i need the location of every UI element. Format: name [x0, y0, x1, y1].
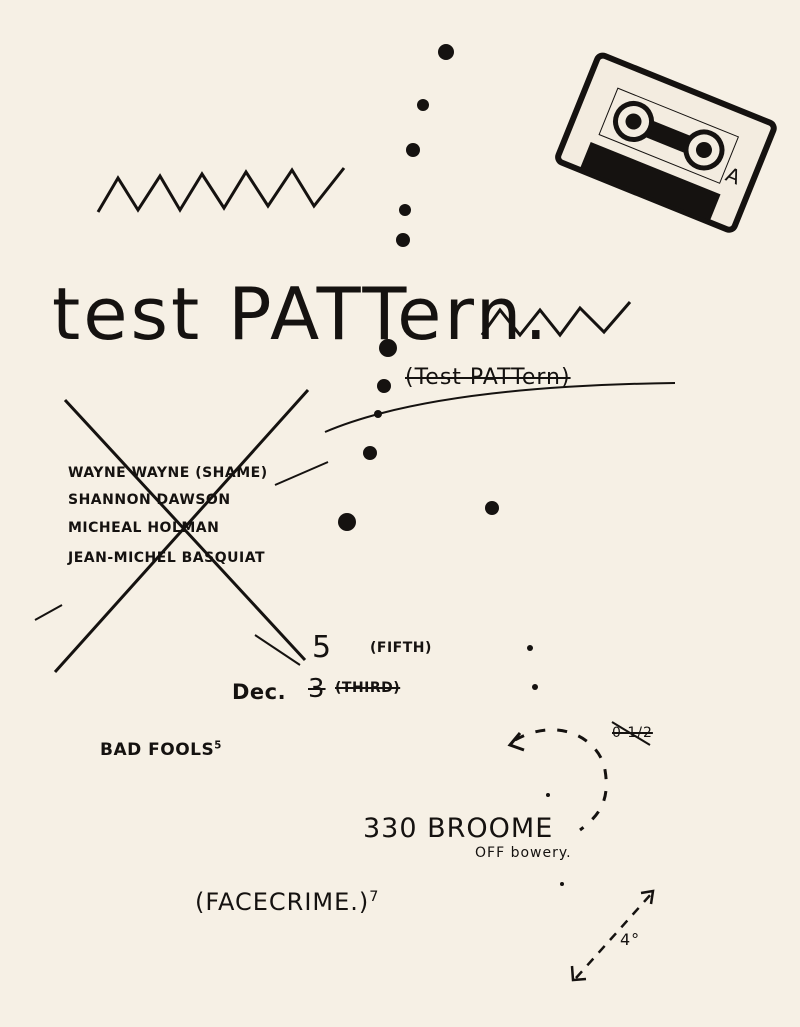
lineup-name: MICHEAL HOLMAN	[68, 520, 220, 536]
date-day-old-word: (THIRD)	[335, 680, 401, 696]
address-note: OFF bowery.	[475, 845, 572, 861]
map-arrow-head	[507, 732, 525, 752]
lineup-name: WAYNE WAYNE (SHAME)	[68, 465, 268, 481]
zigzag-title	[480, 301, 632, 338]
date-month: Dec.	[232, 680, 287, 704]
cassette-tape-icon: A	[555, 52, 777, 233]
date-day-old: 3	[308, 674, 326, 704]
subtitle-swoosh	[324, 382, 676, 433]
lineup-name: JEAN-MICHEL BASQUIAT	[68, 550, 265, 566]
cross-out-line-1	[63, 398, 307, 662]
map-distance-struck: 0 1/2	[612, 725, 653, 741]
flyer-title: test PATTern.	[52, 272, 551, 356]
band-facecrime: (FACECRIME.)7	[195, 888, 380, 916]
band-bad-fools: BAD FOOLS5	[100, 740, 222, 760]
date-day: 5	[312, 630, 333, 665]
flyer-subtitle: (Test PATTern)	[405, 365, 571, 390]
cross-out-line-2	[53, 388, 310, 674]
ink-splatter	[338, 44, 564, 886]
map-angle-label: 4°	[620, 930, 641, 949]
lineup-name: SHANNON DAWSON	[68, 492, 231, 508]
address: 330 BROOME	[363, 813, 554, 844]
map-route-arc	[514, 728, 608, 832]
map-diagonal-arrow	[575, 892, 653, 979]
zigzag-top	[96, 167, 346, 213]
date-day-word: (FIFTH)	[370, 640, 432, 656]
